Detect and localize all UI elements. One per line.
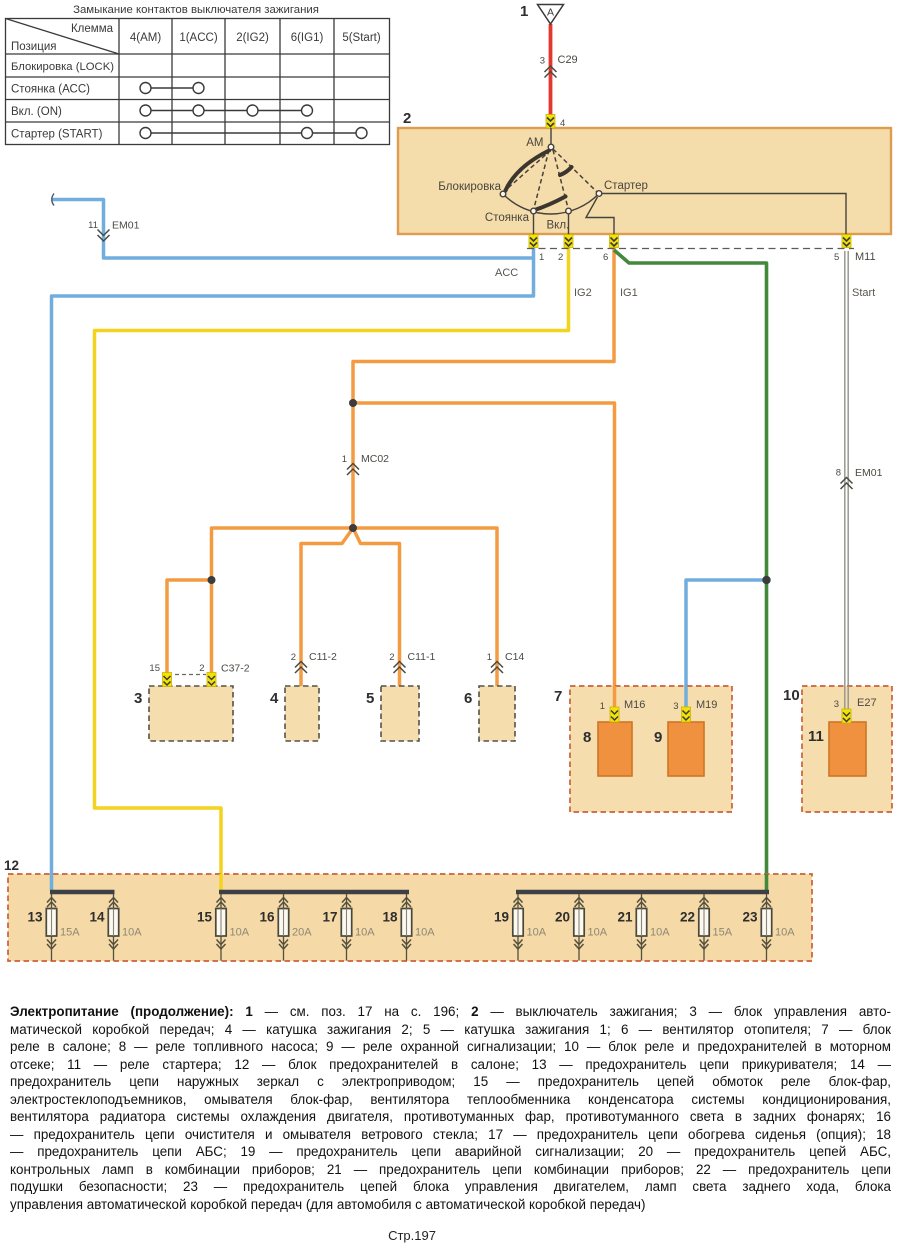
svg-text:5(Start): 5(Start)	[342, 32, 381, 44]
svg-text:Блокировка (LOCK): Блокировка (LOCK)	[11, 61, 114, 73]
svg-text:9: 9	[654, 729, 662, 746]
svg-text:19: 19	[494, 910, 509, 925]
svg-text:EM01: EM01	[855, 467, 883, 479]
svg-text:Вкл. (ON): Вкл. (ON)	[11, 106, 62, 118]
svg-text:4: 4	[560, 118, 565, 129]
svg-text:C11-2: C11-2	[309, 651, 337, 663]
svg-text:10A: 10A	[588, 927, 608, 939]
svg-text:22: 22	[680, 910, 695, 925]
svg-text:3: 3	[834, 699, 839, 710]
svg-text:MC02: MC02	[361, 453, 389, 465]
svg-text:Start: Start	[852, 287, 875, 299]
svg-text:3: 3	[673, 701, 678, 712]
svg-text:1(ACC): 1(ACC)	[179, 32, 218, 44]
svg-text:10A: 10A	[230, 927, 250, 939]
svg-text:8: 8	[583, 729, 591, 746]
svg-text:15A: 15A	[60, 927, 80, 939]
svg-text:E27: E27	[857, 697, 877, 709]
svg-text:2: 2	[403, 110, 411, 127]
svg-text:21: 21	[617, 910, 633, 925]
svg-text:C11-1: C11-1	[408, 651, 436, 663]
svg-text:23: 23	[742, 910, 758, 925]
svg-text:M19: M19	[696, 699, 717, 711]
svg-text:3: 3	[540, 56, 545, 67]
svg-text:10A: 10A	[775, 927, 795, 939]
svg-text:11: 11	[808, 728, 824, 745]
svg-text:14: 14	[89, 910, 105, 925]
svg-text:13: 13	[27, 910, 43, 925]
svg-text:3: 3	[134, 690, 142, 707]
svg-text:2: 2	[558, 252, 563, 263]
svg-text:C14: C14	[505, 651, 524, 663]
svg-text:C29: C29	[558, 54, 578, 66]
svg-text:Блокировка: Блокировка	[438, 181, 501, 193]
svg-text:Стартер (START): Стартер (START)	[11, 129, 103, 141]
svg-text:10A: 10A	[355, 927, 375, 939]
svg-text:4: 4	[270, 690, 279, 707]
svg-text:17: 17	[322, 910, 337, 925]
svg-text:2(IG2): 2(IG2)	[236, 32, 269, 44]
svg-text:Стоянка: Стоянка	[485, 212, 530, 224]
svg-text:11: 11	[88, 220, 98, 231]
svg-text:20A: 20A	[292, 927, 312, 939]
svg-text:18: 18	[382, 910, 398, 925]
svg-text:IG1: IG1	[620, 287, 638, 299]
svg-text:5: 5	[834, 252, 839, 263]
svg-text:EM01: EM01	[112, 220, 140, 232]
svg-text:4(AM): 4(AM)	[130, 32, 161, 44]
svg-text:10: 10	[783, 687, 800, 704]
svg-text:10A: 10A	[650, 927, 670, 939]
svg-text:15: 15	[197, 910, 213, 925]
svg-text:2: 2	[389, 652, 394, 663]
svg-text:1: 1	[520, 3, 528, 20]
svg-text:1: 1	[600, 701, 605, 712]
svg-text:6: 6	[603, 252, 608, 263]
svg-text:7: 7	[554, 688, 562, 705]
svg-text:16: 16	[259, 910, 275, 925]
svg-text:1: 1	[539, 252, 544, 263]
svg-text:5: 5	[366, 690, 374, 707]
svg-text:C37-2: C37-2	[221, 663, 250, 675]
svg-text:12: 12	[4, 858, 19, 873]
svg-text:2: 2	[199, 663, 204, 674]
svg-text:Замыкание контактов выключател: Замыкание контактов выключателя зажигани…	[73, 4, 319, 16]
svg-text:8: 8	[836, 468, 841, 479]
svg-text:6: 6	[464, 690, 472, 707]
svg-text:M16: M16	[624, 699, 645, 711]
svg-text:Клемма: Клемма	[71, 23, 114, 35]
svg-text:1: 1	[342, 454, 347, 465]
svg-text:15A: 15A	[713, 927, 733, 939]
svg-text:IG2: IG2	[574, 287, 592, 299]
svg-text:Позиция: Позиция	[11, 41, 56, 53]
svg-text:10A: 10A	[122, 927, 142, 939]
svg-text:Стоянка (АСС): Стоянка (АСС)	[11, 84, 90, 96]
svg-text:M11: M11	[855, 251, 876, 263]
svg-text:10A: 10A	[527, 927, 547, 939]
svg-text:A: A	[547, 7, 554, 19]
svg-text:15: 15	[149, 663, 160, 674]
svg-text:2: 2	[291, 652, 296, 663]
svg-text:ACC: ACC	[495, 267, 518, 279]
svg-text:6(IG1): 6(IG1)	[291, 32, 324, 44]
svg-text:AM: AM	[526, 137, 543, 149]
svg-text:Стартер: Стартер	[604, 180, 648, 192]
svg-text:10A: 10A	[415, 927, 435, 939]
svg-text:20: 20	[555, 910, 570, 925]
svg-text:Вкл.: Вкл.	[547, 220, 570, 232]
svg-text:1: 1	[487, 652, 492, 663]
